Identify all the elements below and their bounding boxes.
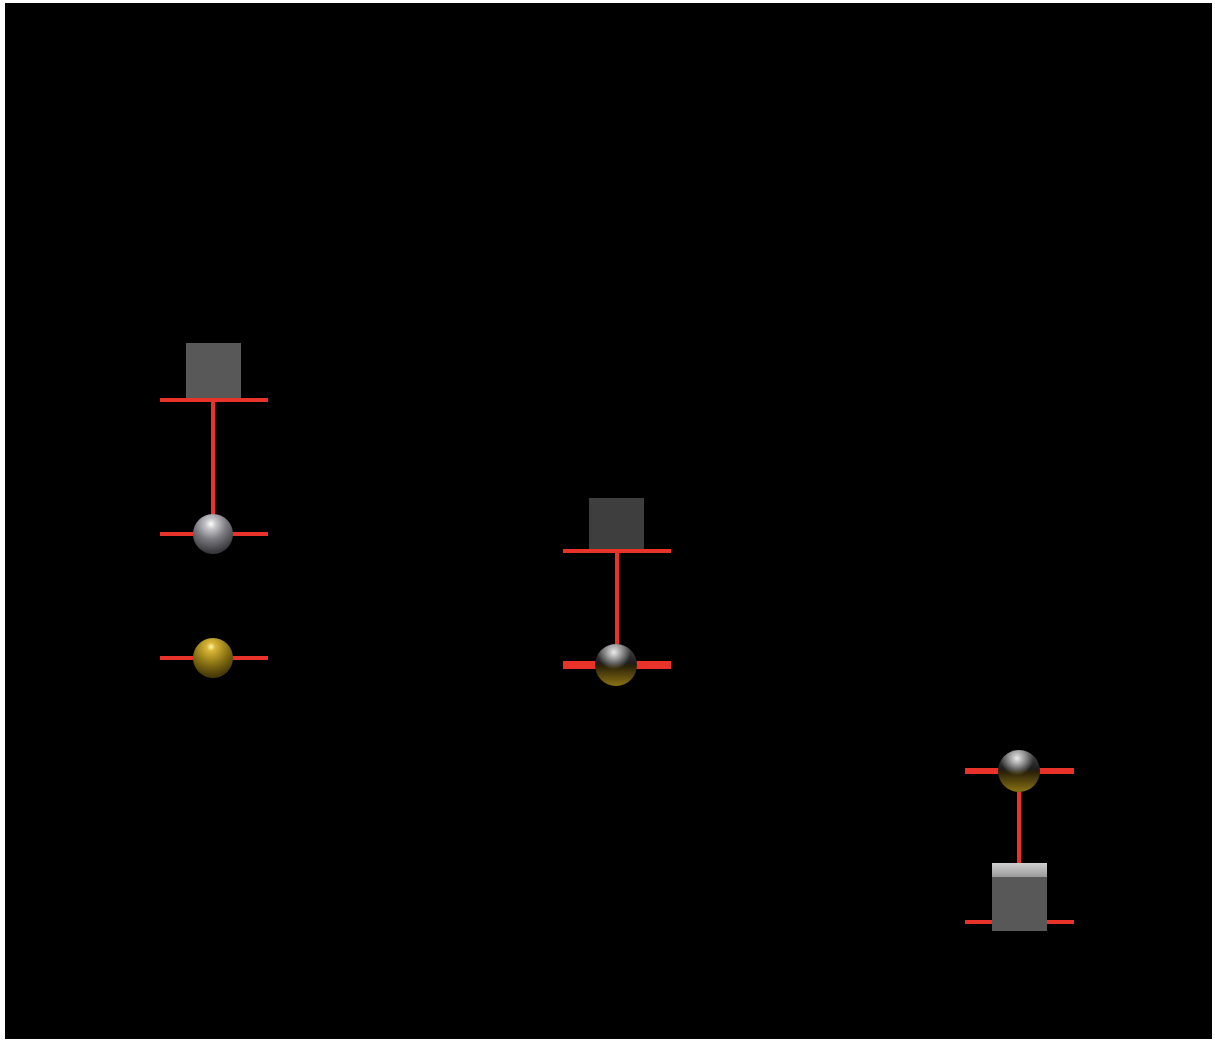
connector-rod bbox=[211, 402, 215, 517]
rod-bar bbox=[563, 549, 671, 553]
assembly-left[interactable] bbox=[160, 343, 268, 678]
gold-sphere[interactable] bbox=[193, 638, 233, 678]
cube-block[interactable] bbox=[186, 343, 241, 400]
assembly-right[interactable] bbox=[965, 750, 1074, 931]
rod-bar bbox=[1047, 920, 1074, 924]
sphere-highlight bbox=[595, 644, 637, 686]
scene-canvas[interactable] bbox=[5, 3, 1212, 1039]
assembly-middle[interactable] bbox=[563, 498, 671, 686]
silver-sphere[interactable] bbox=[193, 514, 233, 554]
rod-bar bbox=[160, 398, 268, 402]
cube-top-face bbox=[992, 863, 1047, 877]
cube-block[interactable] bbox=[992, 877, 1047, 931]
game-viewport[interactable] bbox=[5, 3, 1212, 1039]
sphere-highlight bbox=[998, 750, 1040, 792]
rod-bar bbox=[965, 920, 992, 924]
connector-rod bbox=[615, 553, 619, 646]
connector-rod bbox=[1017, 792, 1021, 868]
cube-block[interactable] bbox=[589, 498, 644, 550]
